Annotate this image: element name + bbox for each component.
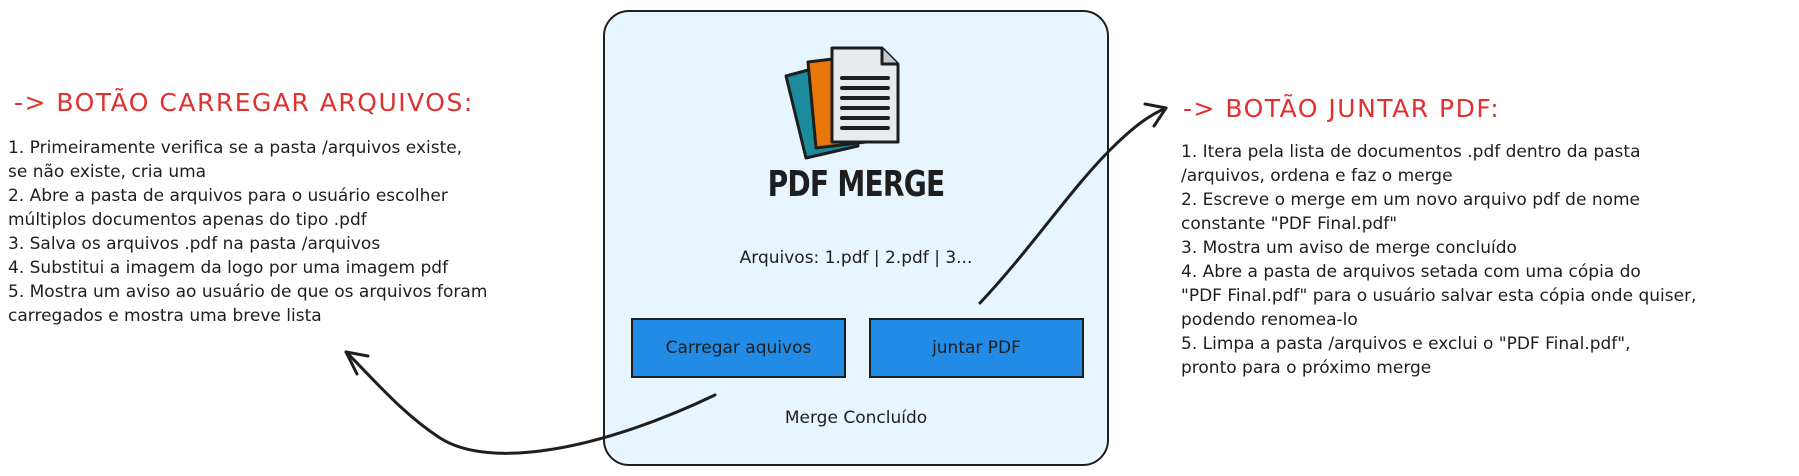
stacked-documents-icon — [784, 46, 900, 160]
upload-files-button[interactable]: Carregar aquivos — [631, 318, 846, 378]
note-line: múltiplos documentos apenas do tipo .pdf — [8, 210, 367, 230]
arrow-upload-to-notes — [344, 350, 717, 455]
merge-pdf-button[interactable]: juntar PDF — [869, 318, 1084, 378]
uploaded-files-label: Arquivos: 1.pdf | 2.pdf | 3... — [739, 248, 973, 268]
note-line: 2. Abre a pasta de arquivos para o usuár… — [8, 186, 448, 206]
merge-status-label: Merge Concluído — [784, 408, 928, 428]
note-line: 1. Primeiramente verifica se a pasta /ar… — [8, 138, 463, 158]
merge-button-notes: 1. Itera pela lista de documentos .pdf d… — [1181, 140, 1696, 380]
arrow-merge-to-notes-head — [1143, 102, 1168, 128]
note-line: 2. Escreve o merge em um novo arquivo pd… — [1181, 190, 1641, 210]
upload-button-notes-heading: -> BOTÃO CARREGAR ARQUIVOS: — [14, 88, 474, 117]
upload-button-notes: 1. Primeiramente verifica se a pasta /ar… — [8, 136, 487, 328]
note-line: /arquivos, ordena e faz o merge — [1181, 166, 1453, 186]
app-logo-text: PDF MERGE — [767, 164, 946, 205]
note-line: 5. Limpa a pasta /arquivos e exclui o "P… — [1181, 334, 1631, 354]
note-line: carregados e mostra uma breve lista — [8, 306, 322, 326]
app-window: PDF MERGE Arquivos: 1.pdf | 2.pdf | 3...… — [603, 10, 1109, 466]
arrow-merge-to-notes — [978, 106, 1168, 305]
note-line: 3. Salva os arquivos .pdf na pasta /arqu… — [8, 234, 381, 254]
note-line: constante "PDF Final.pdf" — [1181, 214, 1398, 234]
note-line: se não existe, cria uma — [8, 162, 207, 182]
note-line: "PDF Final.pdf" para o usuário salvar es… — [1181, 286, 1697, 306]
note-line: 4. Abre a pasta de arquivos setada com u… — [1181, 262, 1641, 282]
note-line: 4. Substitui a imagem da logo por uma im… — [8, 258, 449, 278]
note-line: podendo renomea-lo — [1181, 310, 1358, 330]
note-line: 5. Mostra um aviso ao usuário de que os … — [8, 282, 488, 302]
note-line: pronto para o próximo merge — [1181, 358, 1432, 378]
arrow-upload-to-notes-head — [344, 350, 370, 376]
note-line: 3. Mostra um aviso de merge concluído — [1181, 238, 1517, 258]
note-line: 1. Itera pela lista de documentos .pdf d… — [1181, 142, 1641, 162]
merge-button-notes-heading: -> BOTÃO JUNTAR PDF: — [1183, 94, 1501, 123]
